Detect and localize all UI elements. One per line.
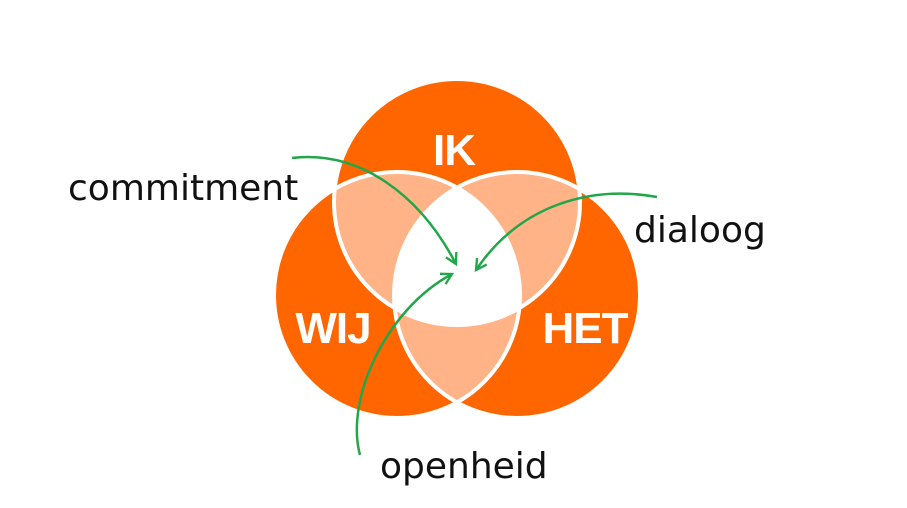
arrow-dialoog [476,192,658,270]
annotation-dialoog: dialoog [634,210,766,251]
outline-wij [272,170,522,420]
annotation-openheid: openheid [380,446,548,487]
arrow-commitment [291,155,456,264]
label-het: HET [543,304,629,353]
annotation-commitment: commitment [68,168,298,209]
label-wij: WIJ [295,304,370,353]
overlap-center [394,172,520,325]
outline-het [392,170,642,420]
arrow-openheid [355,274,452,456]
outline-ik [332,77,582,327]
label-ik: IK [433,126,476,175]
